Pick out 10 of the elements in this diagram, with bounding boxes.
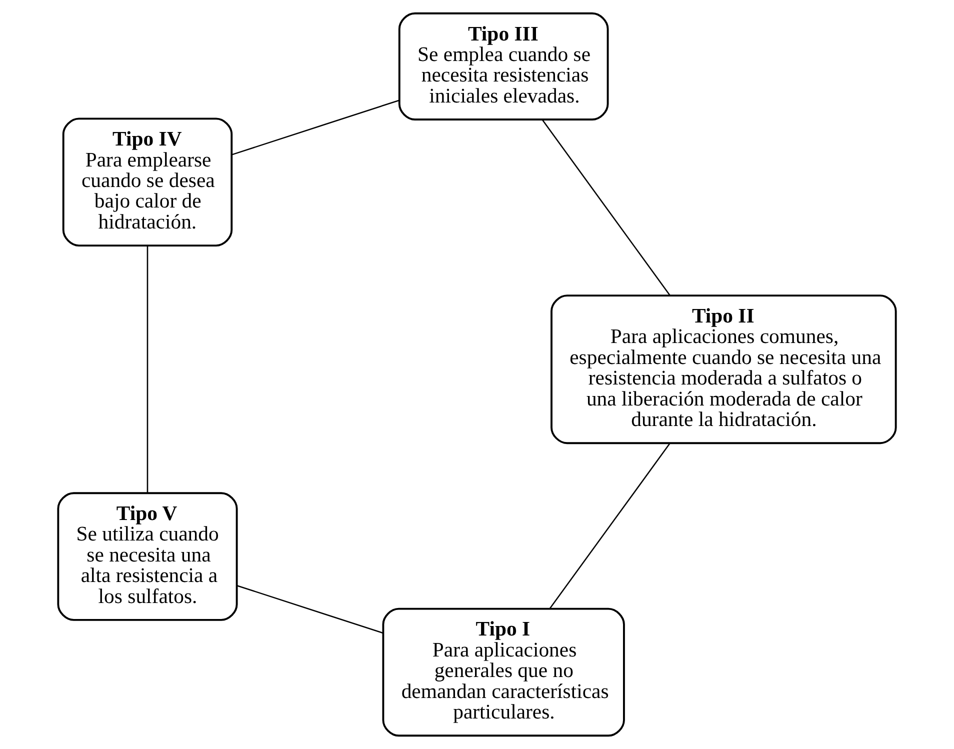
node-box: Tipo II Para aplicaciones comunes, especialmente cuando se necesita una resistencia moderada a sulfatos o una liberación moderada de calor durante la hidratación. (550, 294, 897, 444)
connector (549, 443, 670, 610)
node-box: Tipo III Se emplea cuando se necesita resistencias iniciales elevadas. (398, 12, 609, 120)
connector (236, 584, 384, 634)
connector (232, 100, 400, 156)
node-box: Tipo I Para aplicaciones generales que no demandan características particulares. (382, 608, 625, 737)
node-box: Tipo V Se utiliza cuando se necesita una alta resistencia a los sulfatos. (57, 492, 238, 621)
connector (542, 119, 670, 296)
node-box: Tipo IV Para emplearse cuando se desea bajo calor de hidratación. (62, 118, 233, 246)
connector (146, 246, 148, 494)
